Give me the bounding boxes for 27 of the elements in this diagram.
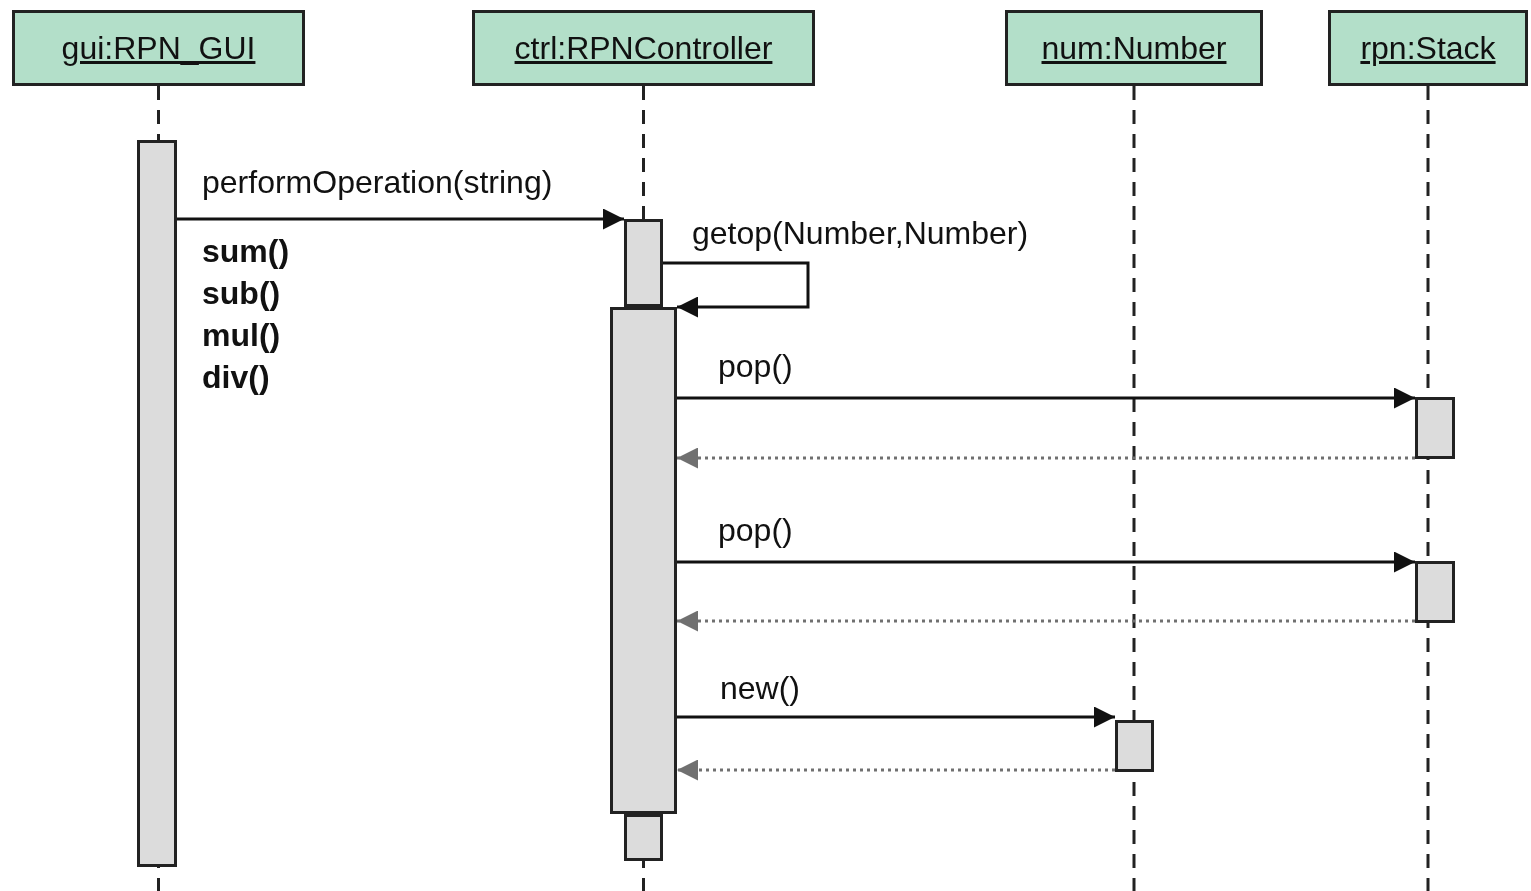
object-name: num:Number <box>1041 29 1227 67</box>
object-name: rpn:Stack <box>1360 29 1496 67</box>
activation-bar <box>610 307 677 814</box>
operation-name: mul() <box>202 316 281 354</box>
return-arrow <box>677 759 1115 781</box>
lifeline-header-box <box>12 10 305 86</box>
activation-bar <box>137 140 177 867</box>
return-arrow <box>677 610 1415 632</box>
activation-bar <box>624 219 663 307</box>
lifeline-header-box <box>472 10 815 86</box>
activation-bar <box>1415 397 1455 459</box>
operation-name: div() <box>202 358 270 396</box>
message-arrow <box>677 551 1415 573</box>
activation-bar <box>1115 720 1154 772</box>
activation-bar <box>624 814 663 861</box>
activation-bar <box>1415 561 1455 623</box>
operation-name: sub() <box>202 274 281 312</box>
object-name: ctrl:RPNController <box>514 29 773 67</box>
message-arrow <box>677 706 1115 728</box>
message-arrow <box>677 387 1415 409</box>
return-arrow <box>677 447 1415 469</box>
message-arrow <box>177 208 624 230</box>
operation-name: sum() <box>202 232 290 270</box>
object-name: gui:RPN_GUI <box>61 29 256 67</box>
message-arrow <box>663 261 810 318</box>
lifeline-header-box <box>1005 10 1263 86</box>
lifeline-header-box <box>1328 10 1528 86</box>
